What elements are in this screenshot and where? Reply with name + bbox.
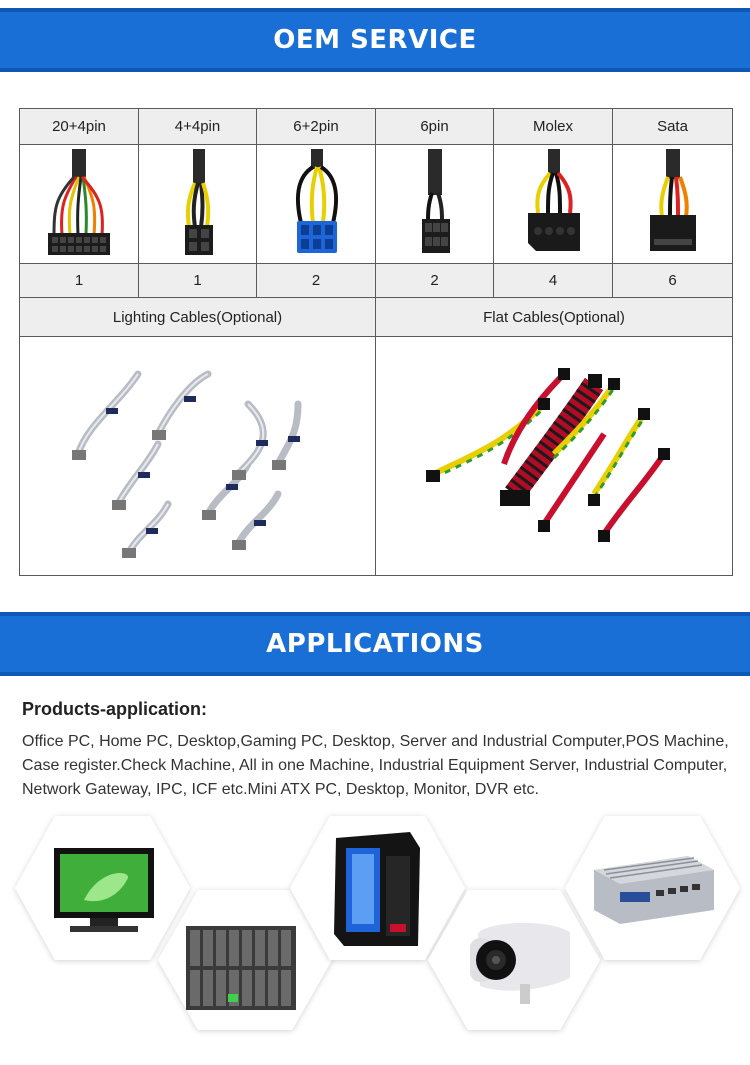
connector-qty-cell: 6: [612, 263, 733, 298]
connector-qty-cell: 4: [493, 263, 613, 298]
flat-cables-image: [426, 368, 670, 542]
connector-image-cell: [256, 144, 376, 264]
products-application-description: Office PC, Home PC, Desktop,Gaming PC, D…: [22, 733, 729, 798]
gaming-pc-image: [334, 832, 420, 946]
oem-service-title: OEM SERVICE: [273, 25, 477, 55]
flat-cables-label: Flat Cables(Optional): [375, 297, 733, 337]
pcie-8pin-connector-image: [295, 149, 339, 253]
server-hexagon: [158, 890, 332, 1030]
cpu-8pin-connector-image: [184, 149, 213, 255]
blade-server-image: [186, 926, 296, 1010]
oem-service-banner: OEM SERVICE: [0, 8, 750, 72]
connector-qty-cell: 2: [256, 263, 376, 298]
security-camera-image: [470, 922, 570, 1004]
sata-connector-image: [649, 149, 696, 251]
gaming-pc-hexagon: [290, 816, 465, 960]
connector-name-cell: Sata: [612, 108, 733, 145]
connector-name-cell: 4+4pin: [138, 108, 257, 145]
connector-image-cell: [493, 144, 613, 264]
connector-qty-cell: 2: [375, 263, 494, 298]
connector-image-cell: [19, 144, 139, 264]
applications-title: APPLICATIONS: [266, 629, 484, 659]
connector-image-cell: [375, 144, 494, 264]
connector-name-cell: 6+2pin: [256, 108, 376, 145]
industrial-pc-hexagon: [565, 816, 740, 960]
products-application-heading: Products-application:: [22, 699, 208, 719]
pcie-6pin-connector-image: [421, 149, 450, 253]
connector-name-cell: Molex: [493, 108, 613, 145]
lighting-cables-image: [71, 370, 301, 558]
flat-cables-image-cell: [375, 336, 733, 576]
applications-banner: APPLICATIONS: [0, 612, 750, 676]
atx-24pin-connector-image: [48, 149, 110, 255]
connector-image-cell: [138, 144, 257, 264]
monitor-image: [54, 848, 154, 932]
connector-table: 20+4pin 4+4pin 6+2pin 6pin Molex Sata: [19, 108, 733, 576]
lighting-cables-label: Lighting Cables(Optional): [19, 297, 376, 337]
connector-name-cell: 20+4pin: [19, 108, 139, 145]
connector-image-cell: [612, 144, 733, 264]
application-products-gallery: [0, 808, 750, 1065]
monitor-hexagon: [15, 816, 190, 960]
lighting-cables-image-cell: [19, 336, 376, 576]
camera-hexagon: [428, 890, 600, 1030]
molex-connector-image: [528, 149, 580, 251]
connector-qty-cell: 1: [19, 263, 139, 298]
connector-name-cell: 6pin: [375, 108, 494, 145]
connector-qty-cell: 1: [138, 263, 257, 298]
industrial-computer-image: [594, 856, 714, 924]
